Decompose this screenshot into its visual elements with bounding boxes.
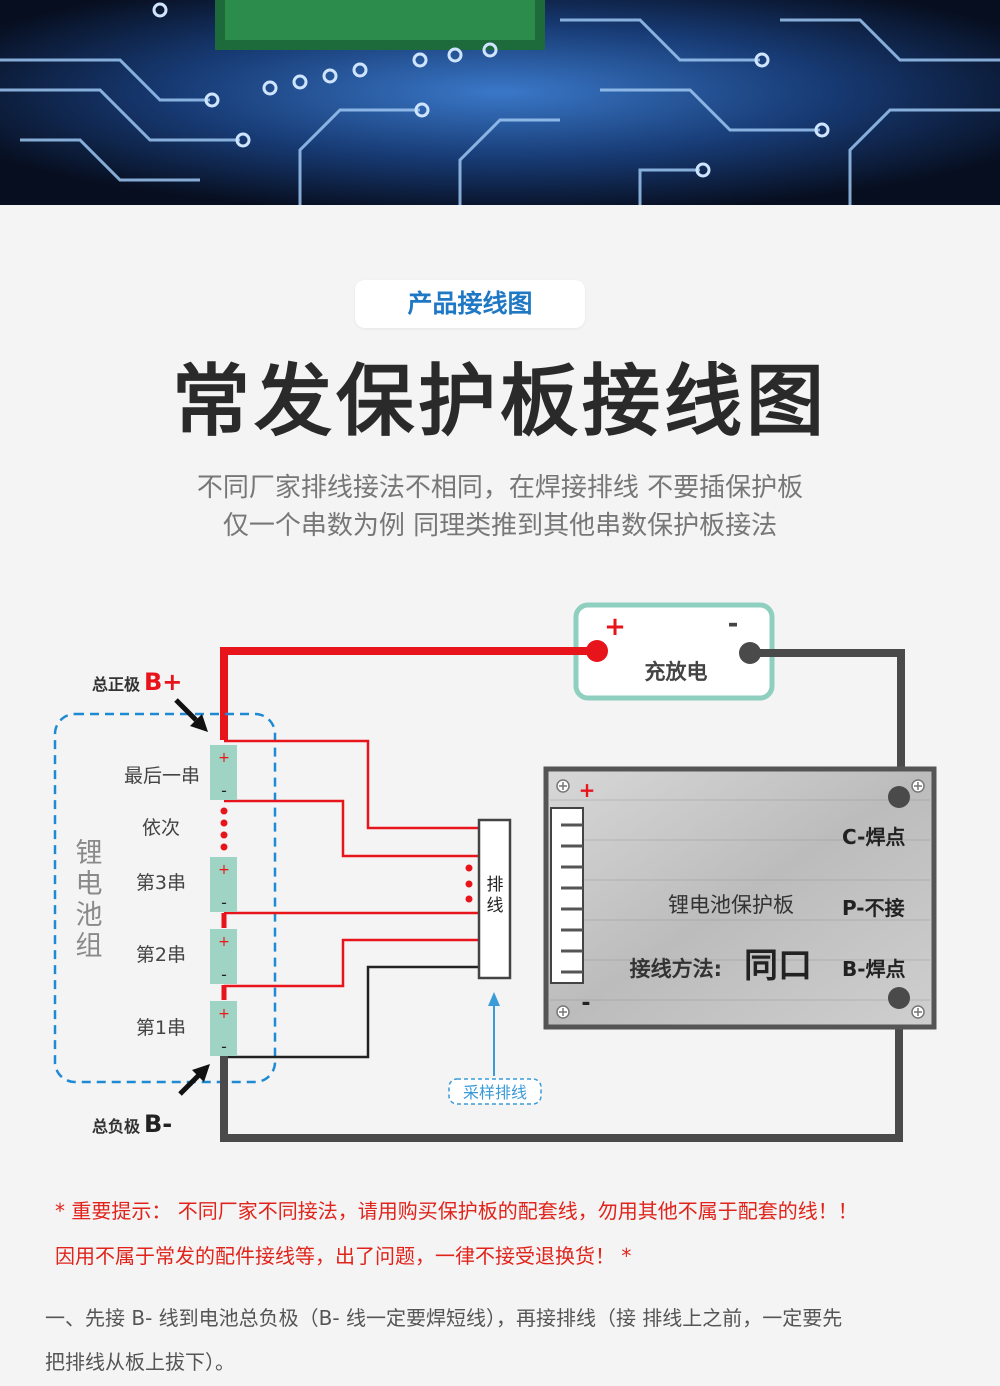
total-negative-symbol: B- [144, 1110, 172, 1138]
pad-b-terminal [888, 987, 910, 1009]
sampling-wire-4 [224, 938, 479, 988]
wiring-method-value: 同口 [744, 946, 812, 986]
page-title: 常发保护板接线图 [171, 357, 828, 447]
sampling-wire-bottom [224, 965, 479, 1059]
arrow-to-negative-icon [178, 1064, 210, 1096]
ribbon-connector [477, 818, 512, 980]
battery-pack-outline [53, 712, 277, 1084]
svg-text:-: - [221, 893, 227, 912]
board-connector-pins [561, 823, 583, 974]
pad-p-label: P-不接 [842, 896, 905, 920]
board-screw-icons [556, 779, 925, 1019]
section-tag: 产品接线图 [355, 280, 585, 328]
ribbon-label-top: 排 [487, 875, 504, 895]
svg-text:-: - [221, 1037, 227, 1056]
cell-label-3: 第3串 [136, 872, 186, 894]
battery-pack-label-char: 组 [76, 931, 103, 962]
sampling-wire-top [224, 739, 479, 830]
instruction-line-1: 一、先接 B- 线到电池总负极（B- 线一定要焊短线），再接排线（接 排线上之前… [45, 1306, 843, 1330]
board-name-label: 锂电池保护板 [668, 893, 794, 917]
charge-negative-terminal [739, 642, 761, 664]
cell-label-sequence: 依次 [142, 817, 180, 839]
svg-text:+: + [218, 750, 230, 766]
arrow-to-positive-icon [174, 698, 208, 732]
charge-negative-wire [750, 649, 905, 797]
instruction-paragraph: 一、先接 B- 线到电池总负极（B- 线一定要焊短线），再接排线（接 排线上之前… [45, 1296, 955, 1384]
sampling-label: 采样排线 [463, 1083, 527, 1102]
sampling-wire-2 [224, 799, 479, 858]
cell-label-2: 第2串 [136, 944, 186, 966]
circuit-board-banner [0, 0, 1000, 205]
board-plus-label: + [579, 778, 596, 802]
total-negative-label: 总负极 [92, 1117, 141, 1136]
pad-c-terminal [888, 786, 910, 808]
cells-continuation-dots [220, 807, 228, 851]
board-screw-marks [559, 782, 922, 1016]
ribbon-label-bottom: 线 [487, 896, 504, 916]
positive-main-wire [220, 647, 597, 740]
circuit-banner-image [0, 0, 1000, 205]
cell-label-last: 最后一串 [124, 765, 200, 787]
wiring-method-label: 接线方法: [630, 957, 722, 981]
pad-c-label: C-焊点 [842, 825, 905, 849]
important-notice-line-1: * 重要提示： 不同厂家不同接法，请用购买保护板的配套线，勿用其他不属于配套的线… [55, 1199, 858, 1223]
cell-last: + - [210, 745, 237, 800]
svg-text:+: + [218, 934, 230, 950]
instruction-line-2: 把排线从板上拔下）。 [45, 1350, 235, 1374]
subtitle-line-1: 不同厂家排线接法不相同，在焊接排线 不要插保护板 [196, 473, 804, 503]
cell-label-1: 第1串 [136, 1017, 186, 1039]
board-connector [550, 807, 584, 984]
charge-plus-label: + [604, 612, 626, 642]
cell-2: + - [210, 929, 237, 984]
ribbon-continuation-dots [465, 864, 473, 903]
total-positive-label: 总正极 [92, 675, 141, 694]
charge-minus-label: - [728, 609, 739, 639]
sampling-label-box [448, 1078, 542, 1105]
pad-b-label: B-焊点 [842, 957, 906, 981]
board-minus-label: - [581, 991, 590, 1016]
svg-text:-: - [221, 965, 227, 984]
charge-discharge-label: 充放电 [645, 660, 708, 684]
subtitle-line-2: 仅一个串数为例 同理类推到其他串数保护板接法 [222, 511, 778, 541]
negative-main-wire [220, 997, 903, 1142]
important-notice-line-2: 因用不属于常发的配件接线等，出了问题，一律不接受退换货！ * [55, 1244, 632, 1268]
svg-text:+: + [218, 1006, 230, 1022]
battery-pack-label-char: 锂 [76, 838, 103, 869]
sampling-arrow-icon [488, 992, 500, 1076]
svg-text:-: - [221, 781, 227, 800]
total-positive-symbol: B+ [144, 668, 182, 696]
protection-board [543, 766, 937, 1030]
cell-1: + - [210, 1001, 237, 1056]
svg-text:+: + [218, 862, 230, 878]
battery-pack-label-char: 电 [76, 869, 103, 900]
battery-pack-label-char: 池 [76, 900, 103, 931]
board-texture [550, 799, 930, 1001]
cell-3: + - [210, 857, 237, 912]
charge-positive-terminal [586, 640, 608, 662]
